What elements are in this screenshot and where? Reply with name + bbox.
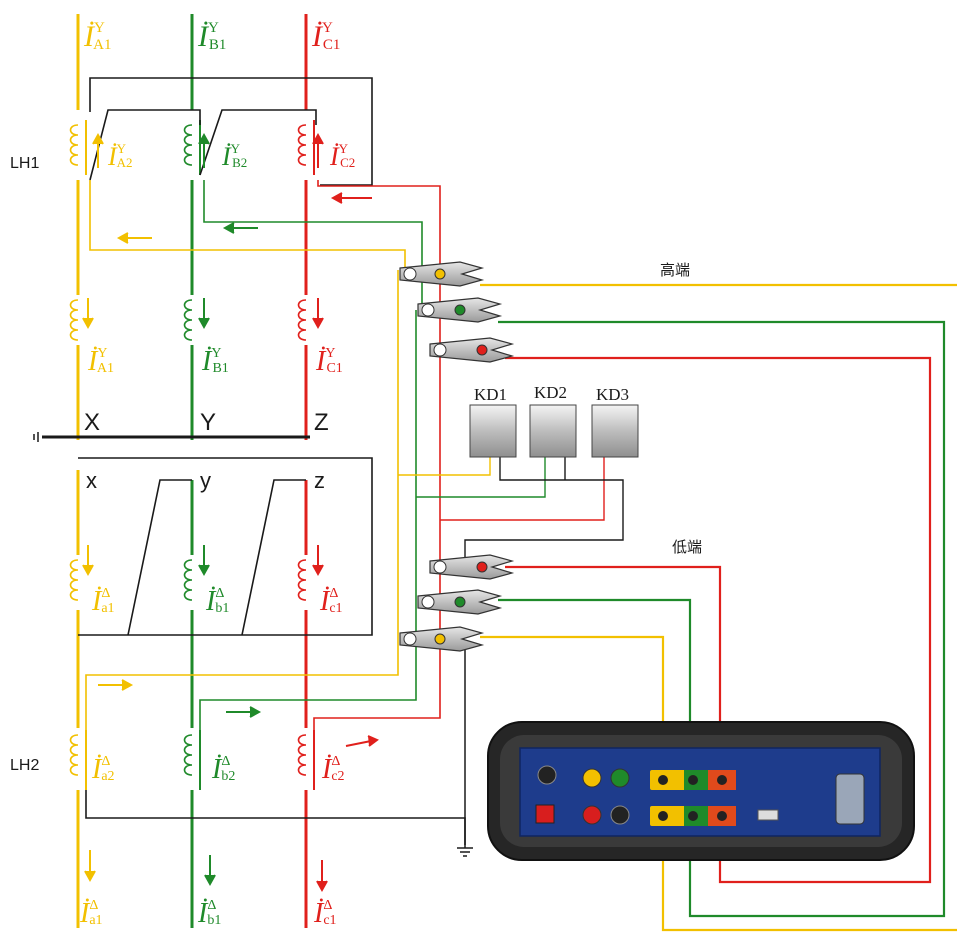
lh1-out-wires (89, 180, 441, 350)
neutral-bus (33, 432, 310, 442)
lh2-coils (69, 730, 315, 790)
kd1-box (469, 404, 517, 458)
jack-yellow[interactable] (582, 768, 602, 788)
power-switch[interactable] (535, 804, 555, 824)
jack-black[interactable] (610, 805, 630, 825)
low-jack-a[interactable] (658, 811, 668, 821)
jack-red[interactable] (582, 805, 602, 825)
current-clamp-icon-low-b (417, 589, 503, 615)
high-jack-b[interactable] (688, 775, 698, 785)
current-clamp-icon-low-c (429, 554, 515, 580)
kd-relays (469, 404, 639, 458)
lh1-coils (69, 120, 315, 175)
label-kd3: KD3 (596, 385, 629, 404)
label-x: x (86, 468, 97, 493)
label-z: z (314, 468, 325, 493)
power-jack[interactable] (537, 765, 557, 785)
label-lh1: LH1 (10, 155, 39, 172)
high-jack-a[interactable] (658, 775, 668, 785)
current-clamp-icon-high-c (429, 337, 515, 363)
label-X: X (84, 409, 100, 436)
current-clamp-icon-high-a (399, 261, 485, 287)
kd-wiring (398, 457, 624, 560)
text-labels: LH1 LH2 X Y Z x y z 高端 低端 KD1 KD2 KD3 (10, 155, 702, 774)
jack-green[interactable] (610, 768, 630, 788)
label-low-side: 低端 (672, 538, 702, 556)
kd3-box (591, 404, 639, 458)
label-kd1: KD1 (474, 385, 507, 404)
usb-port[interactable] (757, 809, 779, 821)
label-Y: Y (200, 409, 216, 436)
low-delta-wiring (78, 457, 373, 636)
center-bundle (397, 270, 441, 640)
label-y: y (200, 468, 211, 493)
arrows (82, 132, 379, 893)
current-clamp-icon-high-b (417, 297, 503, 323)
label-high-side: 高端 (660, 261, 690, 279)
low-jack-c[interactable] (717, 811, 727, 821)
high-windings (69, 299, 307, 341)
lh2-out-wires (85, 565, 466, 845)
low-jack-b[interactable] (688, 811, 698, 821)
high-jack-c[interactable] (717, 775, 727, 785)
label-kd2: KD2 (534, 383, 567, 402)
label-Z: Z (314, 409, 329, 436)
tester-panel (487, 721, 915, 861)
serial-port[interactable] (835, 773, 865, 825)
kd2-box (529, 404, 577, 458)
label-lh2: LH2 (10, 757, 39, 774)
current-clamp-icon-low-a (399, 626, 485, 652)
ground-icon (457, 640, 473, 857)
